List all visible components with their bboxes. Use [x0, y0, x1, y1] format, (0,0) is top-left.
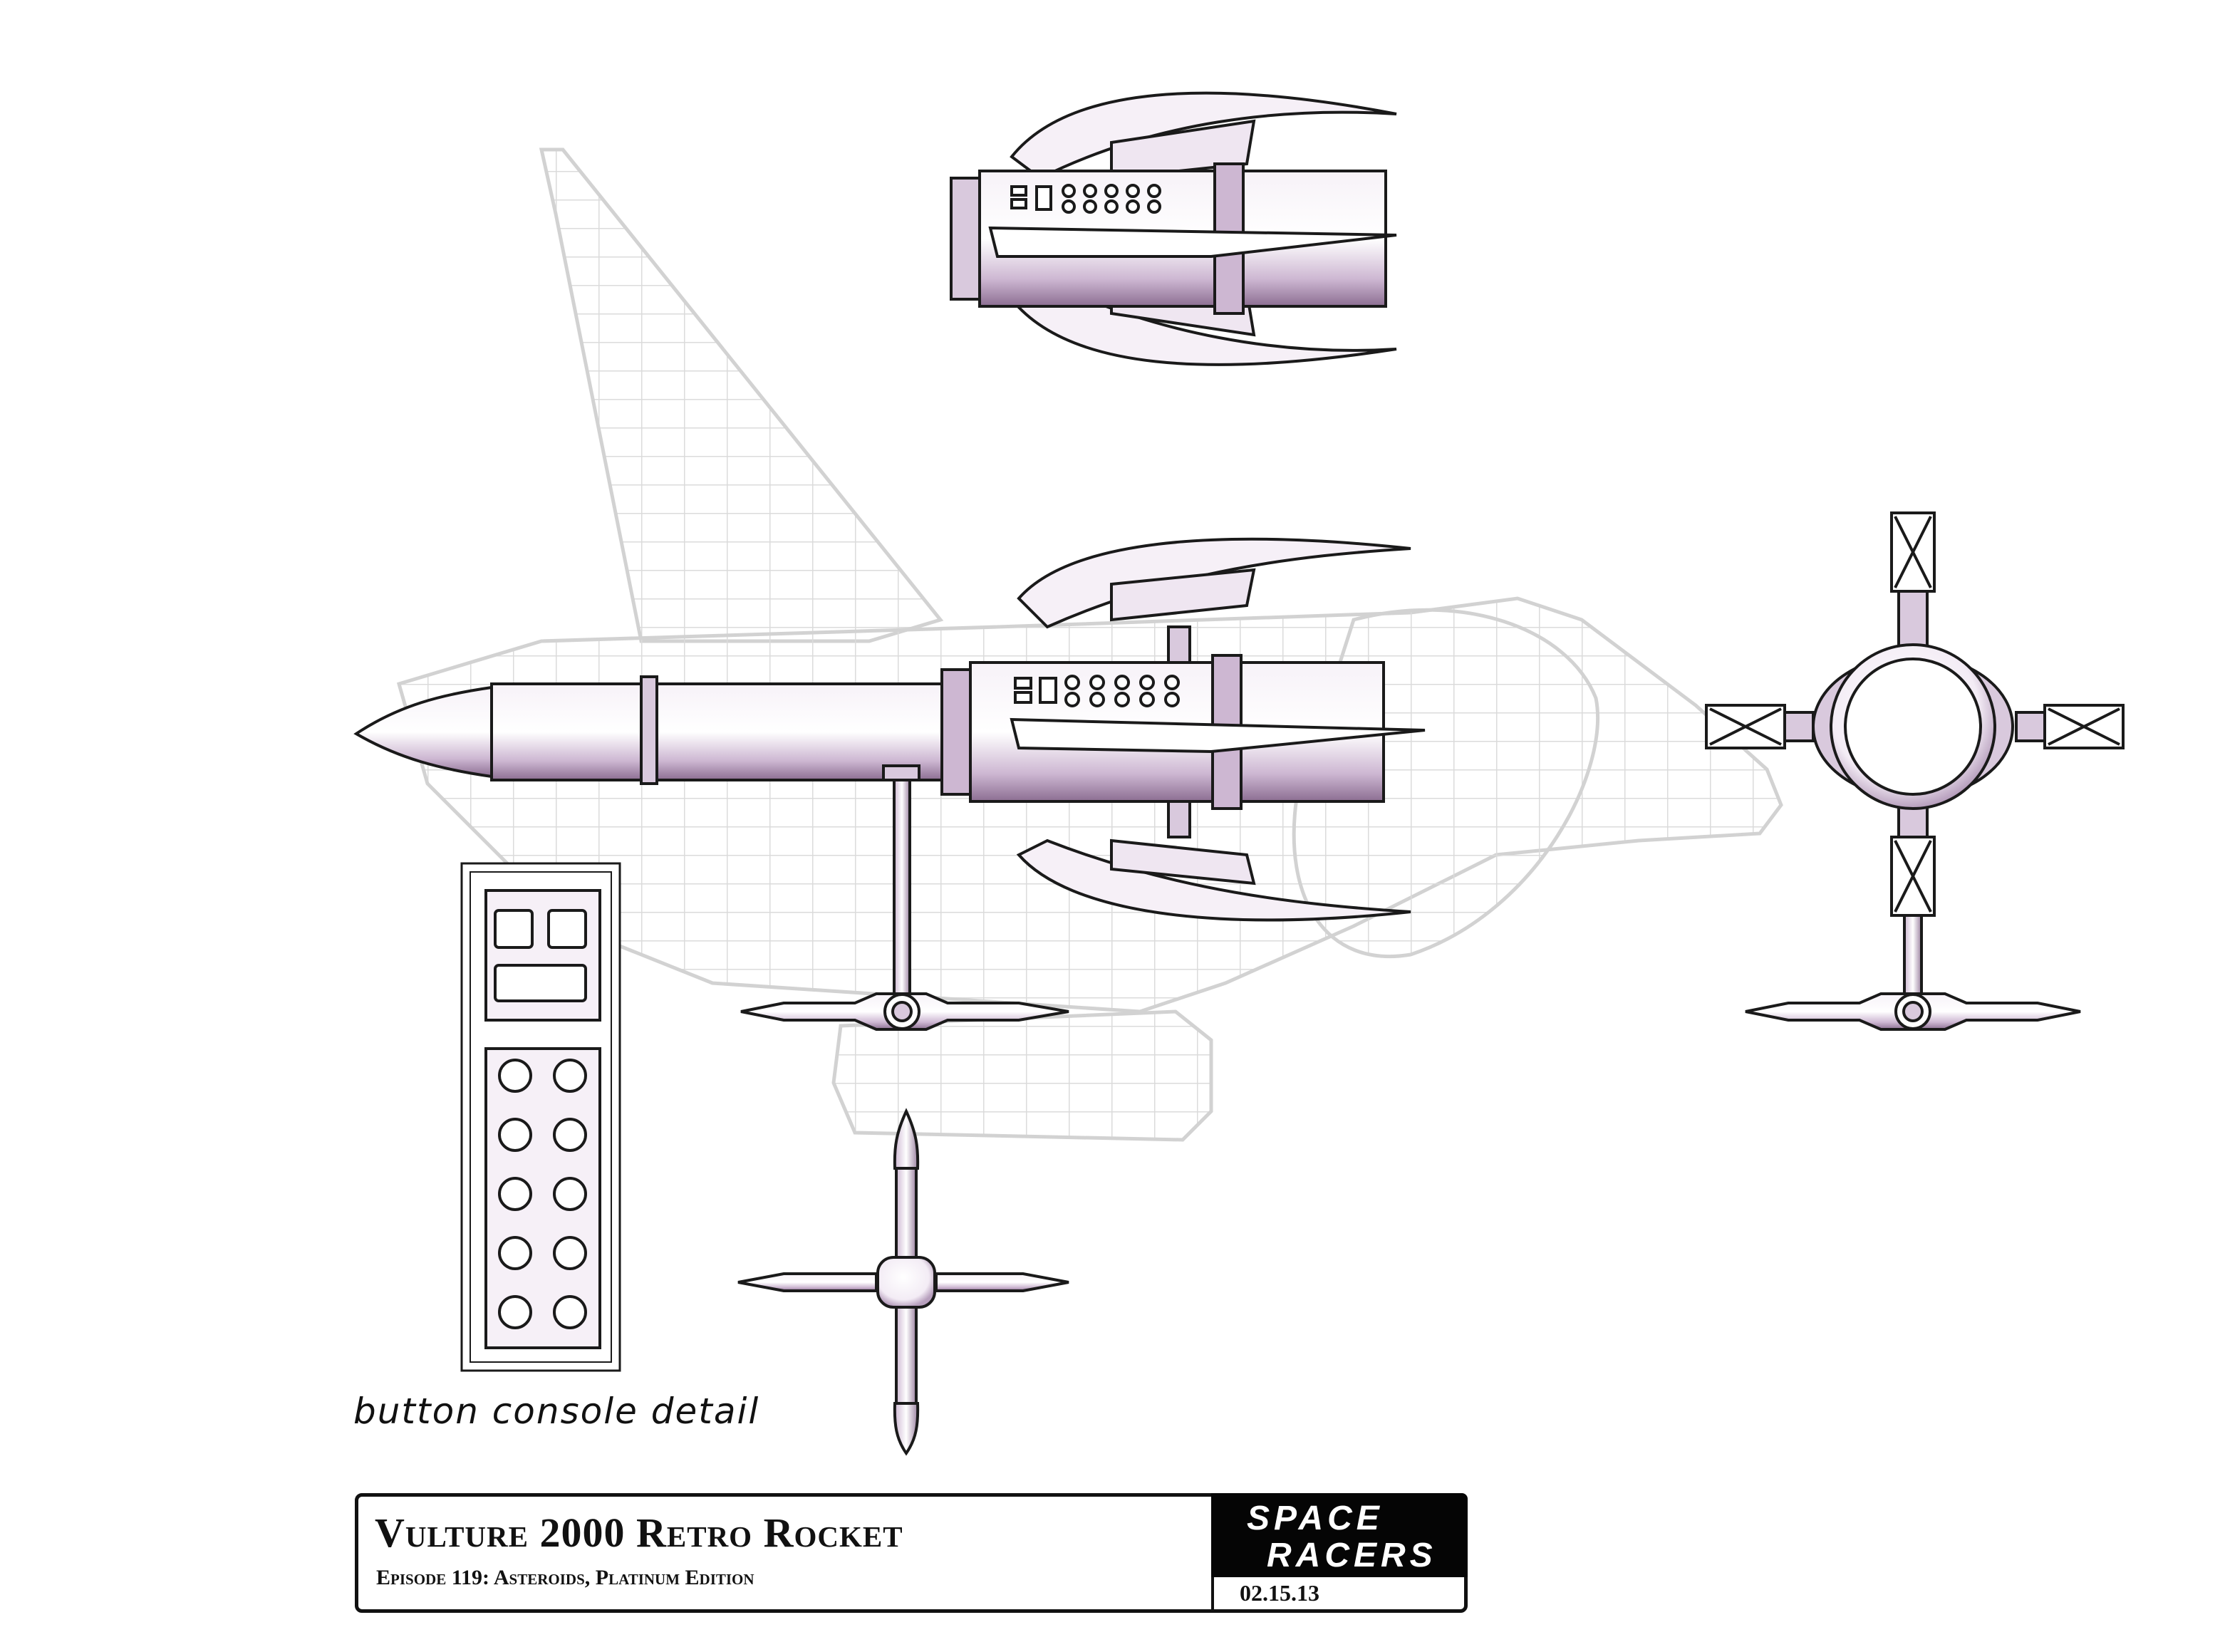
checkered-flag-icon — [1211, 1493, 1468, 1577]
console-detail-annotation: button console detail — [353, 1391, 760, 1432]
strut-bottom-view — [737, 1108, 1069, 1456]
drawing-subtitle: Episode 119: Asteroids, Platinum Edition — [376, 1566, 754, 1589]
rocket-top-view — [950, 91, 1397, 366]
drawing-date: 02.15.13 — [1240, 1580, 1319, 1606]
date-cell — [1211, 1577, 1468, 1613]
rocket-side-view — [353, 537, 1426, 1031]
rocket-front-view — [1705, 511, 2125, 1031]
side-view-button-row — [1014, 675, 1180, 707]
wireframe-plane-silhouette — [396, 147, 1783, 1142]
logo-line-1: SPACE — [1247, 1500, 1384, 1537]
console-round-buttons — [498, 1059, 587, 1329]
logo-line-2: RACERS — [1267, 1537, 1437, 1574]
button-console-panel — [460, 862, 621, 1372]
top-view-button-row — [1010, 184, 1161, 214]
drawing-title: Vulture 2000 Retro Rocket — [375, 1510, 903, 1556]
